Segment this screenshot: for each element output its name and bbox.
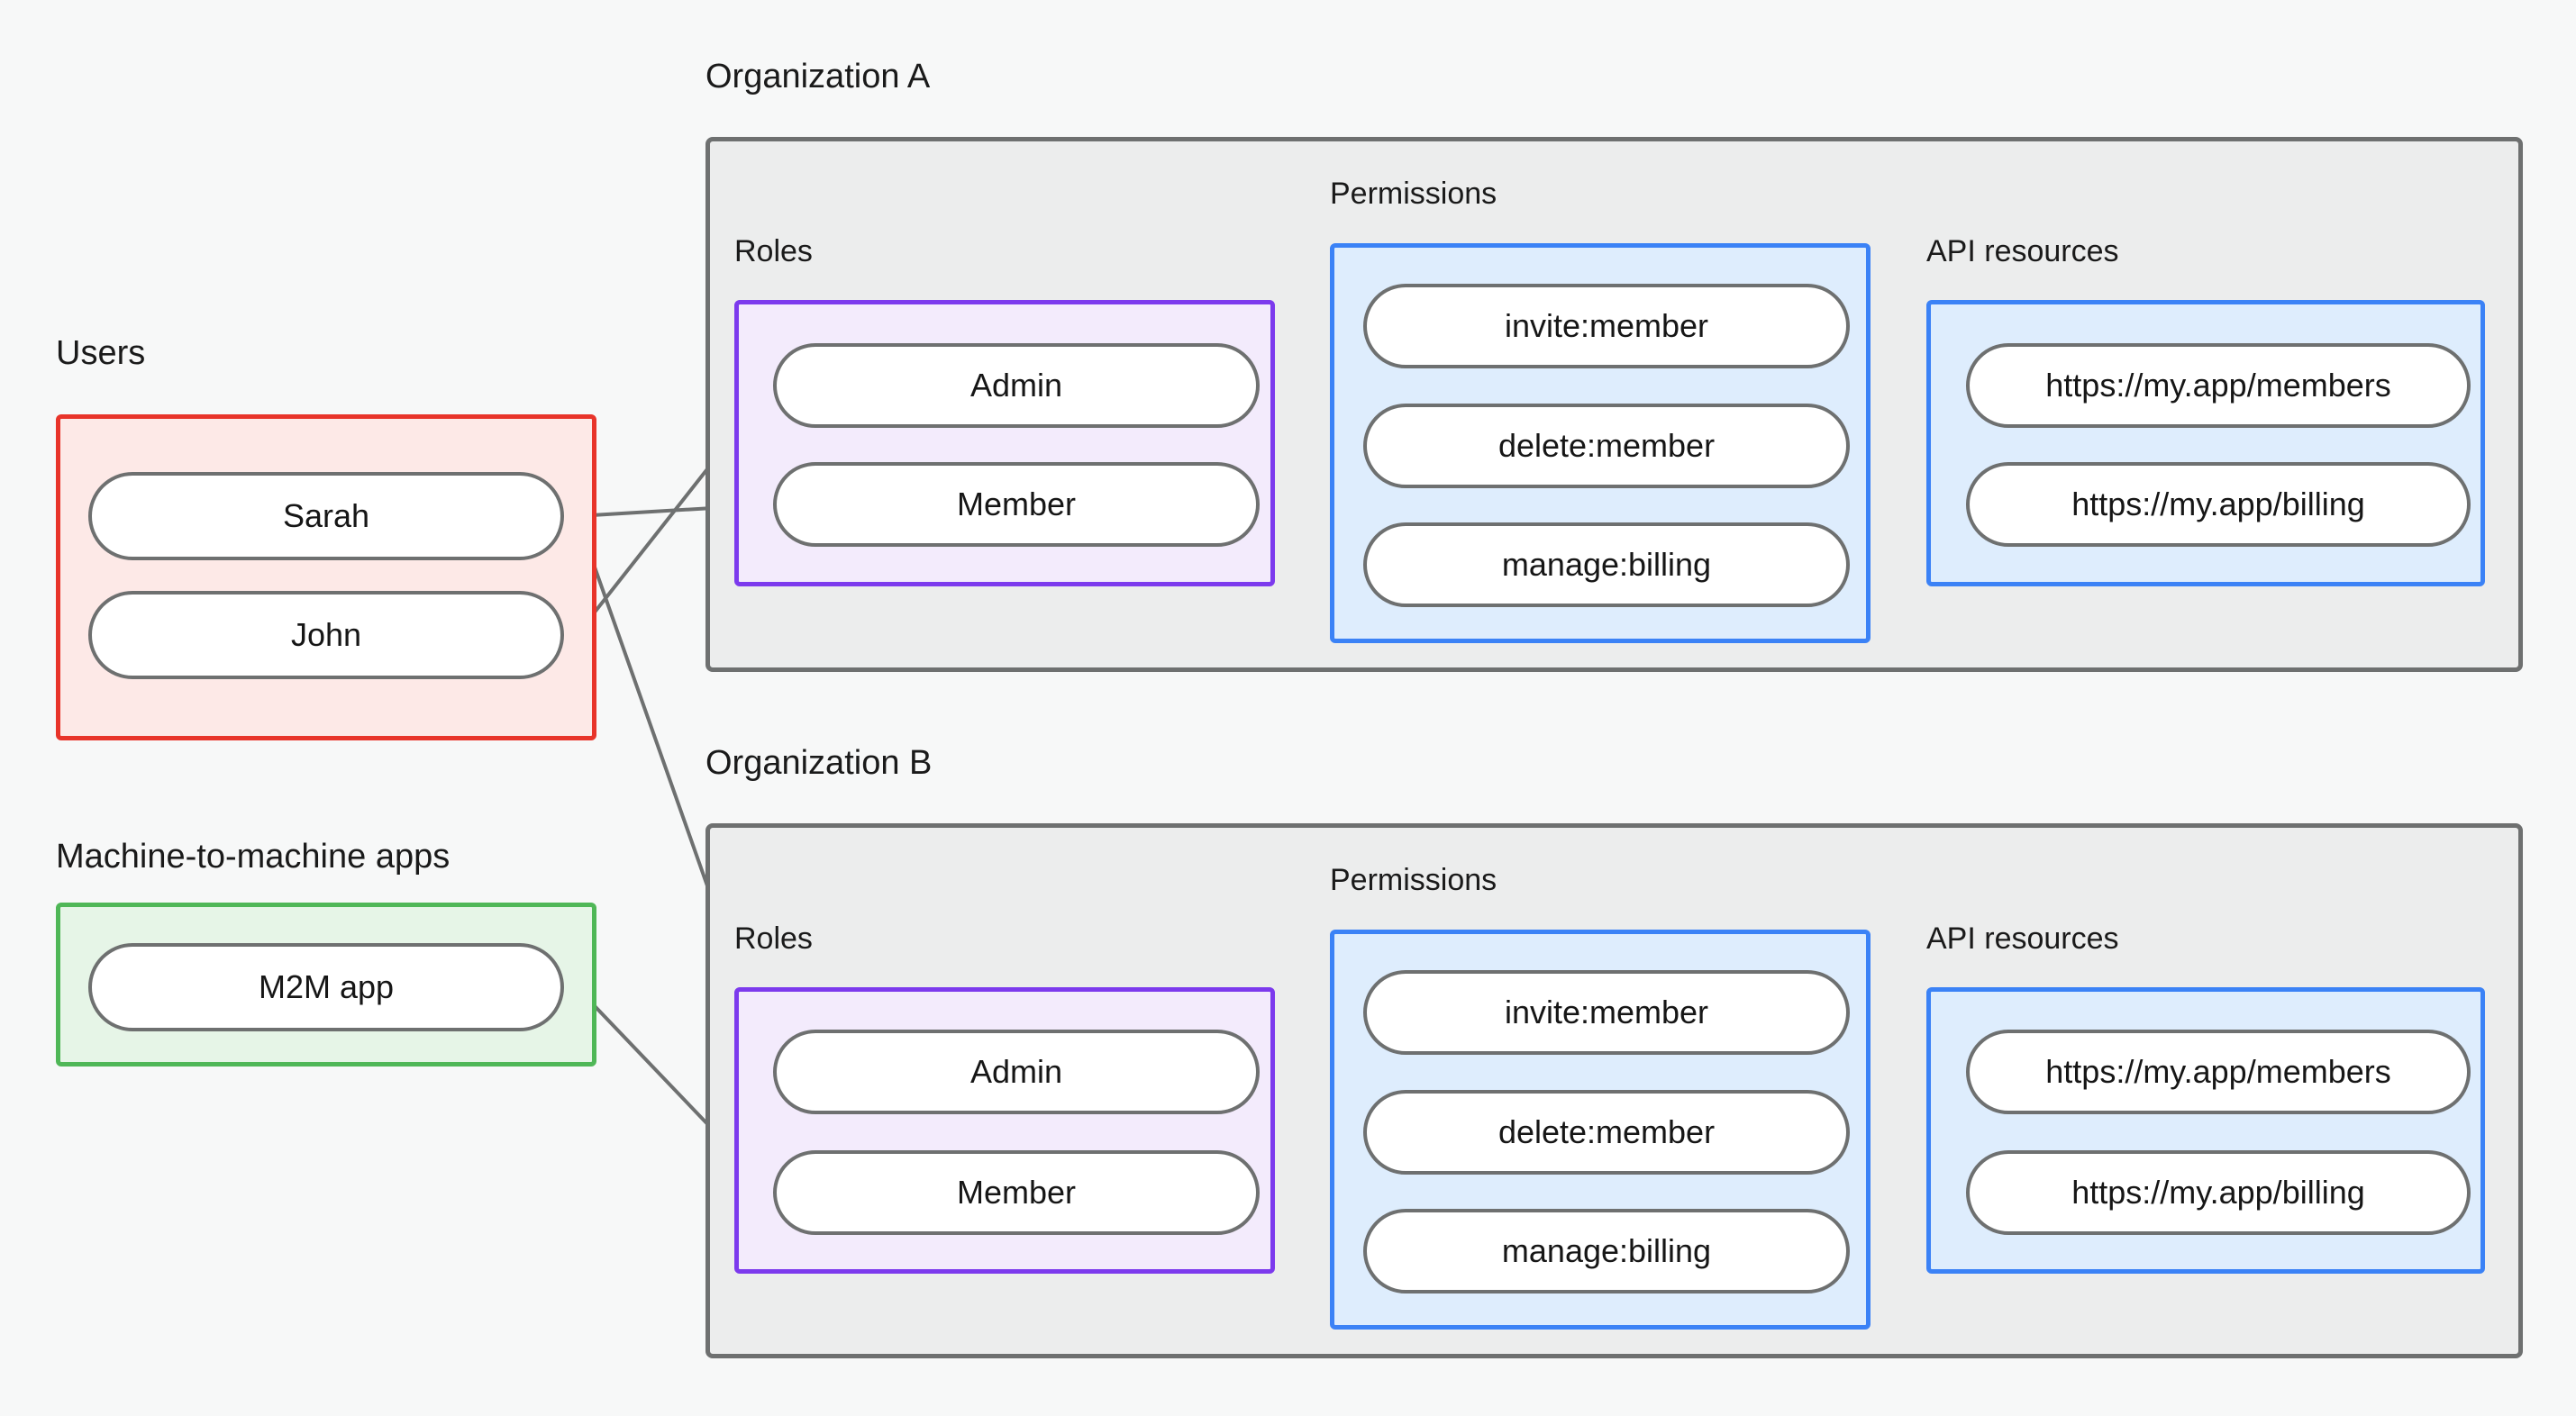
org-a-api-resources-label: API resources — [1926, 234, 2119, 268]
users-group-label: Users — [56, 334, 146, 372]
m2m-group-label: Machine-to-machine apps — [56, 838, 451, 876]
node-user-sarah[interactable]: Sarah — [88, 472, 564, 560]
node-org-b-role-admin[interactable]: Admin — [773, 1030, 1260, 1114]
org-a-label: Organization A — [705, 58, 931, 95]
node-org-b-resource-members[interactable]: https://my.app/members — [1966, 1030, 2471, 1114]
node-org-a-permission-manage-billing[interactable]: manage:billing — [1363, 522, 1850, 607]
org-a-permissions-label: Permissions — [1330, 177, 1497, 211]
org-b-permissions-label: Permissions — [1330, 863, 1497, 897]
node-m2m-app[interactable]: M2M app — [88, 943, 564, 1031]
node-org-a-resource-members[interactable]: https://my.app/members — [1966, 343, 2471, 428]
node-org-a-role-admin[interactable]: Admin — [773, 343, 1260, 428]
node-org-b-permission-manage-billing[interactable]: manage:billing — [1363, 1209, 1850, 1293]
node-org-b-resource-billing[interactable]: https://my.app/billing — [1966, 1150, 2471, 1235]
org-a-roles-label: Roles — [734, 234, 813, 268]
node-org-b-permission-invite-member[interactable]: invite:member — [1363, 970, 1850, 1055]
node-org-a-role-member[interactable]: Member — [773, 462, 1260, 547]
org-b-roles-label: Roles — [734, 921, 813, 956]
node-org-b-role-member[interactable]: Member — [773, 1150, 1260, 1235]
users-container — [56, 414, 596, 740]
org-b-api-resources-label: API resources — [1926, 921, 2119, 956]
node-org-a-permission-delete-member[interactable]: delete:member — [1363, 404, 1850, 488]
node-org-a-resource-billing[interactable]: https://my.app/billing — [1966, 462, 2471, 547]
node-user-john[interactable]: John — [88, 591, 564, 679]
node-org-a-permission-invite-member[interactable]: invite:member — [1363, 284, 1850, 368]
node-org-b-permission-delete-member[interactable]: delete:member — [1363, 1090, 1850, 1175]
org-b-label: Organization B — [705, 744, 933, 782]
